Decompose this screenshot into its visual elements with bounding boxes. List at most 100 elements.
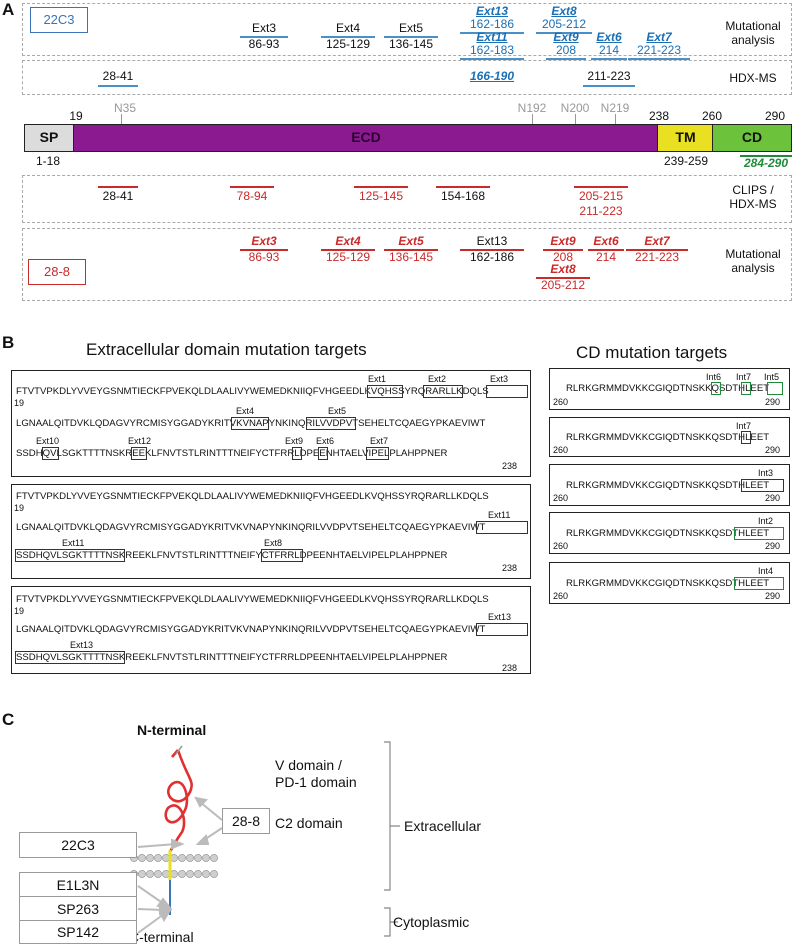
v-domain-label: V domain / PD-1 domain bbox=[275, 757, 357, 790]
tm-range: 239-259 bbox=[663, 154, 709, 168]
sp-range: 1-18 bbox=[35, 154, 61, 168]
clips-205-215: 205-215 bbox=[574, 186, 628, 203]
domain-tm: TM bbox=[657, 124, 714, 152]
cd2-num260: 260 bbox=[553, 445, 569, 455]
tag-ext9: Ext9 bbox=[285, 436, 304, 446]
extracellular-label: Extracellular bbox=[404, 818, 482, 834]
glyco-n35: N35 bbox=[113, 101, 136, 115]
antibody-22c3-label: 22C3 bbox=[30, 7, 88, 33]
ecd-sequence-box-1 bbox=[11, 370, 531, 477]
hl-int6 bbox=[711, 382, 721, 395]
domain-sp: SP bbox=[24, 124, 74, 152]
hl-ext5 bbox=[306, 417, 356, 430]
extracellular-bracket bbox=[384, 741, 400, 891]
tag-ext5: Ext5 bbox=[328, 406, 347, 416]
tag-ext11a: Ext11 bbox=[488, 510, 511, 520]
hl-ext13b bbox=[15, 651, 125, 664]
ecd3-line1: FTVTVPKDLYVVEYGSNMTIECKFPVEKQLDLAALIVYWE… bbox=[16, 594, 489, 605]
mutational-analysis-22c3-box bbox=[22, 3, 792, 56]
cd-box-1 bbox=[549, 368, 790, 410]
cd4-num290: 290 bbox=[765, 541, 781, 551]
cd-box-3 bbox=[549, 464, 790, 506]
glyco-n219-tick bbox=[615, 114, 616, 124]
ecd1-num238: 238 bbox=[502, 461, 518, 471]
hl-ext1 bbox=[367, 385, 403, 398]
n-terminal-label: N-terminal bbox=[137, 722, 207, 738]
hl-int7a bbox=[741, 382, 751, 395]
clips-125-145: 125-145 bbox=[354, 186, 408, 203]
tag-int7a: Int7 bbox=[736, 372, 752, 382]
clips-154-168: 154-168 bbox=[436, 186, 490, 203]
ecd2-line1: FTVTVPKDLYVVEYGSNMTIECKFPVEKQLDLAALIVYWE… bbox=[16, 491, 489, 502]
tag-ext2: Ext2 bbox=[428, 374, 447, 384]
ecd2-num238: 238 bbox=[502, 563, 518, 573]
tag-ext8: Ext8 bbox=[264, 538, 283, 548]
cd3-num290: 290 bbox=[765, 493, 781, 503]
cd1-num290: 290 bbox=[765, 397, 781, 407]
panel-a-letter: A bbox=[2, 0, 15, 19]
ecd-sequence-box-2 bbox=[11, 484, 531, 579]
cd-range: 284-290 bbox=[740, 155, 792, 170]
hl-int4 bbox=[734, 577, 784, 590]
ecd3-line2: LGNAALQITDVKLQDAGVYRCMISYGGADYKRITVKVNAP… bbox=[16, 624, 486, 635]
cd1-num260: 260 bbox=[553, 397, 569, 407]
cd3-seq: RLRKGRMMDVKKCGIQDTNSKKQSDTHLEET bbox=[566, 480, 770, 491]
hl-int5 bbox=[767, 382, 783, 395]
antibody-sp142-box: SP142 bbox=[19, 920, 137, 944]
tag-int3: Int3 bbox=[758, 468, 774, 478]
ecd2-line3: SSDHQVLSGKTTTTNSKREEKLFNVTSTLRINTTTNEIFY… bbox=[16, 550, 448, 561]
glyco-n35-tick bbox=[121, 114, 122, 124]
tag-ext7: Ext7 bbox=[370, 436, 389, 446]
cd2-seq: RLRKGRMMDVKKCGIQDTNSKKQSDTHLEET bbox=[566, 432, 770, 443]
arrows bbox=[137, 796, 223, 934]
clips-78-94: 78-94 bbox=[230, 186, 274, 203]
hl-ext12 bbox=[131, 447, 147, 460]
hl-ext7 bbox=[366, 447, 389, 460]
c2-domain-label: C2 domain bbox=[275, 815, 343, 831]
hl-ext4 bbox=[231, 417, 269, 430]
hdx-top-211-223: 211-223 bbox=[583, 70, 635, 87]
ecd2-line2: LGNAALQITDVKLQDAGVYRCMISYGGADYKRITVKVNAP… bbox=[16, 522, 486, 533]
bar-num-290: 290 bbox=[764, 109, 786, 123]
tag-ext13a: Ext13 bbox=[488, 612, 512, 622]
tag-int5: Int5 bbox=[764, 372, 780, 382]
bar-num-260: 260 bbox=[701, 109, 723, 123]
row-label-hdx-top: HDX-MS bbox=[729, 71, 777, 85]
tag-ext4: Ext4 bbox=[236, 406, 255, 416]
tag-ext12: Ext12 bbox=[128, 436, 152, 446]
tag-int7b: Int7 bbox=[736, 421, 752, 431]
row-label-mutational-top: Mutational analysis bbox=[725, 19, 781, 47]
hl-ext3 bbox=[486, 385, 528, 398]
hl-int3 bbox=[741, 479, 784, 492]
cd5-seq: RLRKGRMMDVKKCGIQDTNSKKQSDTHLEET bbox=[566, 578, 770, 589]
tag-int2: Int2 bbox=[758, 516, 774, 526]
cd2-num290: 290 bbox=[765, 445, 781, 455]
glyco-n192: N192 bbox=[517, 101, 547, 115]
mutational-analysis-28-8-box bbox=[22, 228, 792, 301]
cytoplasmic-bracket bbox=[384, 907, 398, 937]
hl-int2 bbox=[734, 527, 784, 540]
ecd3-num238: 238 bbox=[502, 663, 518, 673]
panel-b-letter: B bbox=[2, 333, 15, 352]
row-label-clips: CLIPS / HDX-MS bbox=[729, 183, 777, 211]
hl-ext13a bbox=[476, 623, 528, 636]
ecd-sequence-box-3 bbox=[11, 586, 531, 674]
glyco-n192-tick bbox=[532, 114, 533, 124]
row-label-mutational-bottom: Mutational analysis bbox=[725, 247, 781, 275]
antibody-e1l3n-box: E1L3N bbox=[19, 872, 137, 898]
panel-c-letter: C bbox=[2, 710, 15, 729]
bar-num-19: 19 bbox=[69, 109, 83, 123]
cd-box-4 bbox=[549, 512, 790, 554]
